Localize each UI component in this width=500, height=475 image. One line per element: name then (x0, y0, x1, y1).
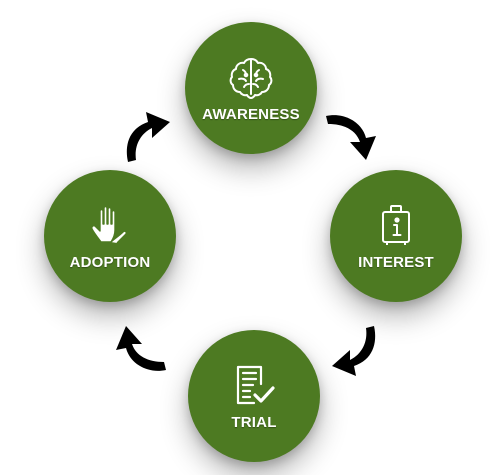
checklist-icon (231, 362, 277, 408)
arrow-adoption-to-awareness (112, 106, 172, 166)
trial-node: TRIAL (188, 330, 320, 462)
interest-label: INTEREST (358, 253, 434, 271)
adoption-node: ADOPTION (44, 170, 176, 302)
awareness-label: AWARENESS (202, 105, 300, 123)
arrow-awareness-to-interest (322, 108, 382, 168)
interest-node: INTEREST (330, 170, 462, 302)
hand-icon (87, 202, 133, 248)
adoption-label: ADOPTION (69, 253, 151, 271)
arrow-trial-to-adoption (110, 318, 170, 378)
brain-icon (228, 54, 274, 100)
arrow-interest-to-trial (330, 322, 390, 382)
info-suitcase-icon (373, 202, 419, 248)
trial-label: TRIAL (231, 413, 277, 431)
awareness-node: AWARENESS (185, 22, 317, 154)
